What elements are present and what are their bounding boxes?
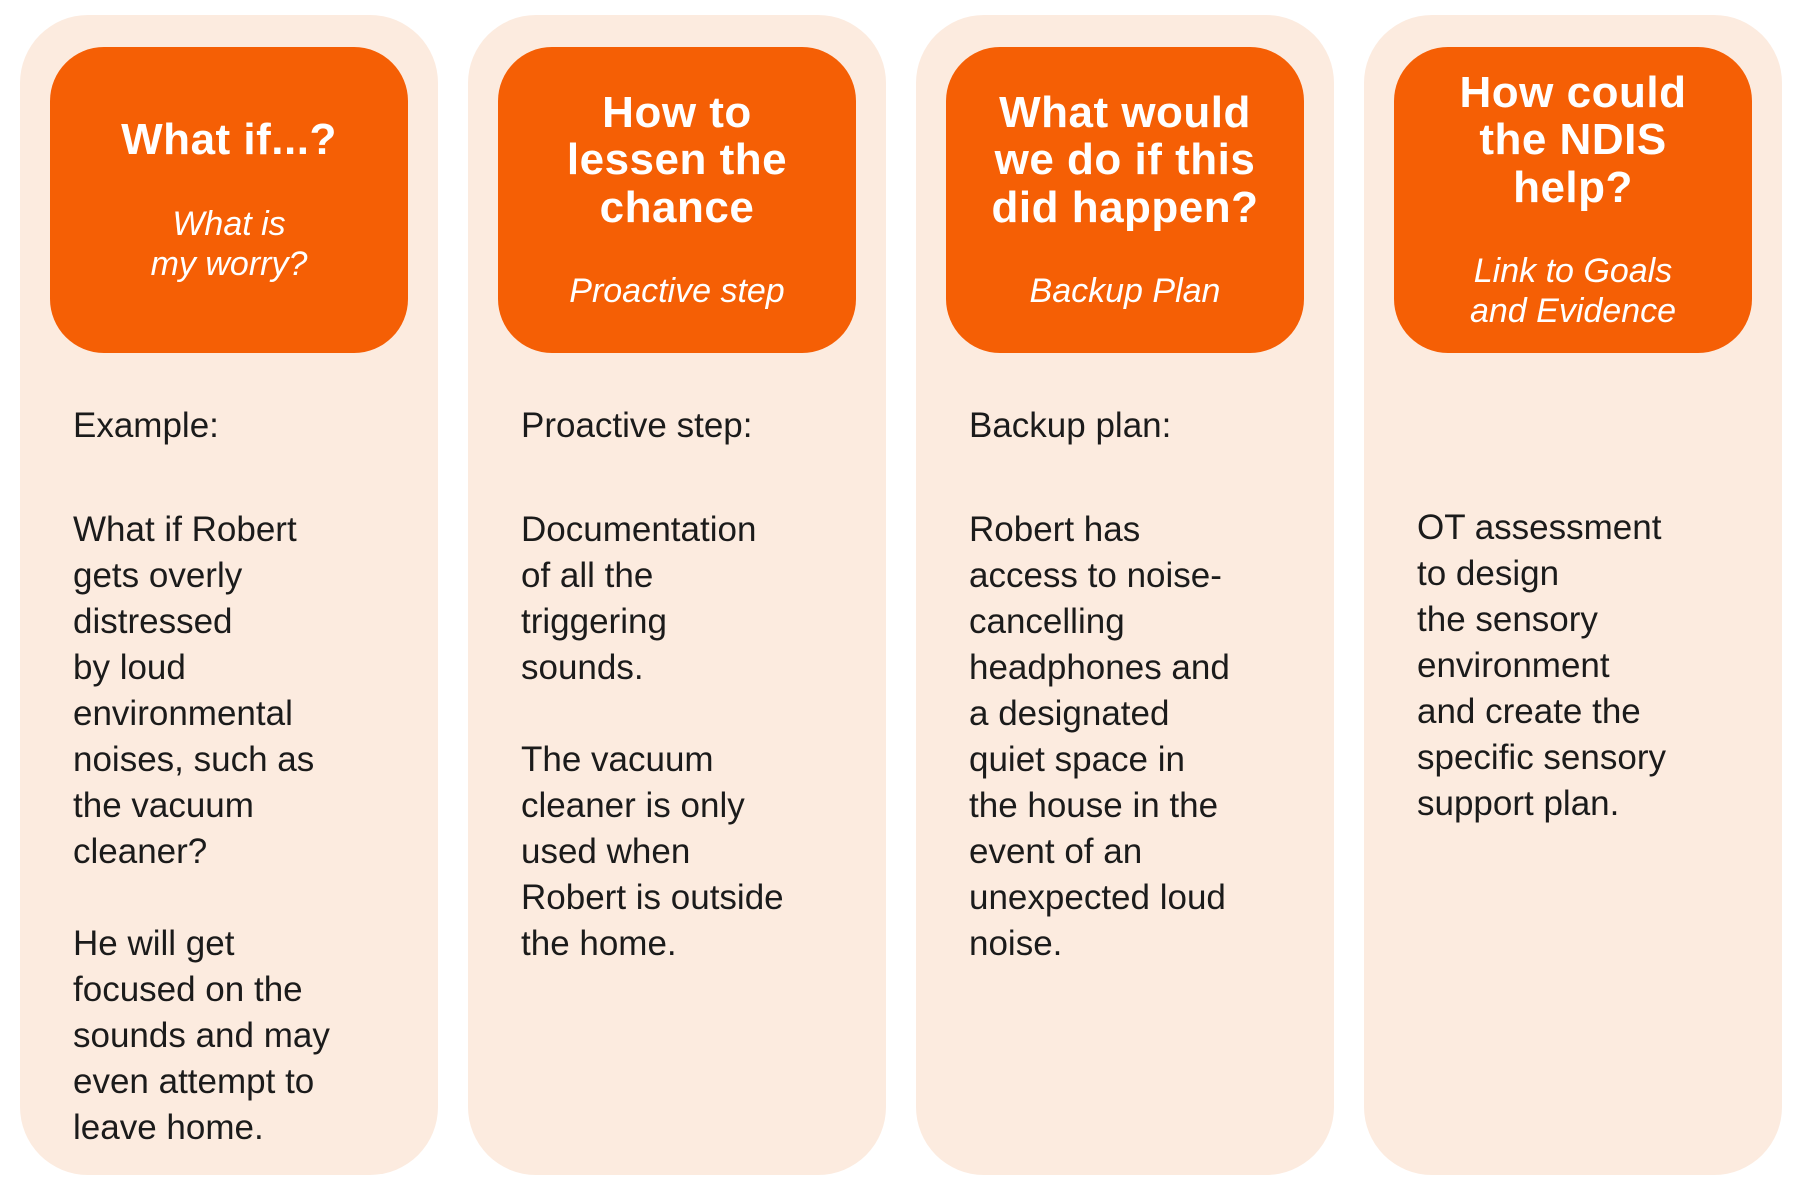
body-label: Proactive step: [521,406,753,445]
column-ndis-help: How could the NDIS help? Link to Goals a… [1364,15,1782,1175]
body-paragraph: Robert has access to noise- cancelling h… [969,510,1230,963]
column-backup-plan-header: What would we do if this did happen? Bac… [946,47,1304,353]
column-lessen-chance-body: Proactive step: Documentation of all the… [468,353,886,967]
column-lessen-chance-subtitle: Proactive step [569,272,785,311]
column-lessen-chance-title: How to lessen the chance [566,87,788,232]
column-ndis-help-body: OT assessment to design the sensory envi… [1364,353,1782,827]
body-paragraph: He will get focused on the sounds and ma… [73,924,330,1147]
column-what-if-subtitle: What is my worry? [150,204,308,283]
column-ndis-help-header: How could the NDIS help? Link to Goals a… [1394,47,1752,353]
column-ndis-help-title: How could the NDIS help? [1459,67,1687,212]
column-what-if-header: What if...? What is my worry? [50,47,408,353]
column-backup-plan-title: What would we do if this did happen? [991,87,1259,232]
column-lessen-chance-header: How to lessen the chance Proactive step [498,47,856,353]
column-backup-plan-subtitle: Backup Plan [1029,272,1221,311]
column-what-if-title: What if...? [121,115,337,165]
body-paragraph: OT assessment to design the sensory envi… [1417,508,1666,823]
body-paragraph: What if Robert gets overly distressed by… [73,510,315,871]
column-what-if: What if...? What is my worry? Example: W… [20,15,438,1175]
body-label: Backup plan: [969,406,1172,445]
column-what-if-body: Example: What if Robert gets overly dist… [20,353,438,1151]
column-lessen-chance: How to lessen the chance Proactive step … [468,15,886,1175]
body-paragraph: Documentation of all the triggering soun… [521,510,757,687]
body-label: Example: [73,406,219,445]
column-ndis-help-subtitle: Link to Goals and Evidence [1469,252,1677,331]
body-paragraph: The vacuum cleaner is only used when Rob… [521,740,784,963]
column-backup-plan-body: Backup plan: Robert has access to noise-… [916,353,1334,967]
column-backup-plan: What would we do if this did happen? Bac… [916,15,1334,1175]
